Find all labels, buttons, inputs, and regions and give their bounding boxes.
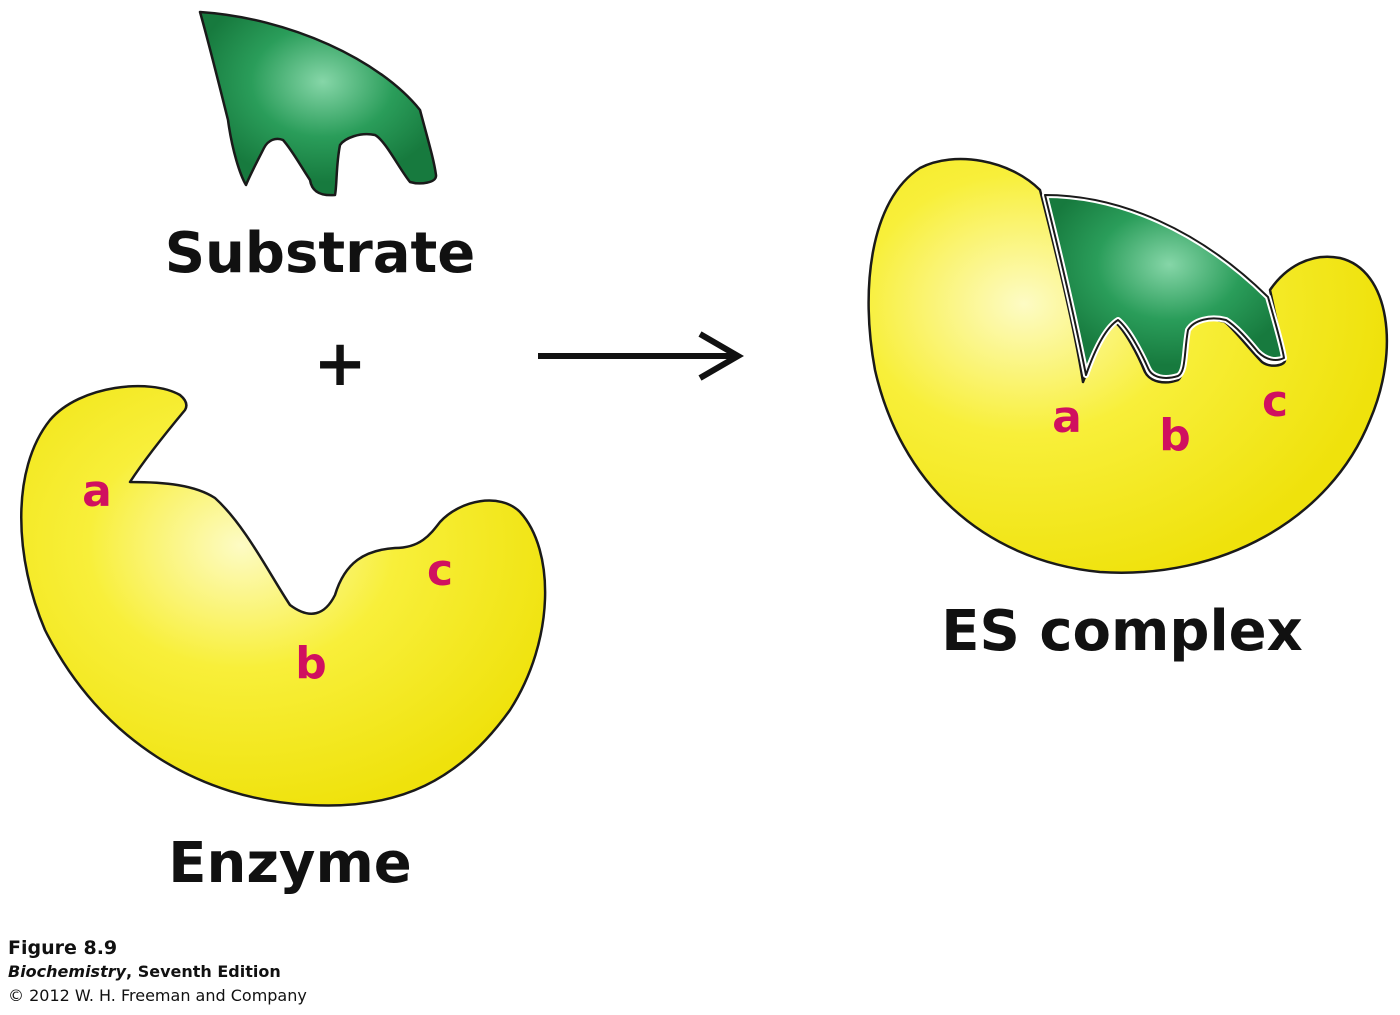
substrate-label: Substrate	[165, 221, 476, 286]
enzyme-shape	[20, 384, 547, 807]
book-edition: , Seventh Edition	[126, 962, 281, 981]
es-complex-label: ES complex	[941, 599, 1302, 664]
substrate-shape	[198, 10, 438, 197]
figure-number: Figure 8.9	[8, 937, 118, 959]
reaction-arrow	[538, 331, 744, 381]
enzyme-site-c: c	[427, 545, 453, 596]
es-complex-enzyme-shape	[867, 157, 1389, 574]
es-site-c: c	[1262, 376, 1288, 427]
enzyme-label: Enzyme	[168, 831, 412, 896]
book-title: Biochemistry	[8, 962, 127, 981]
enzyme-site-b: b	[295, 638, 327, 689]
copyright: © 2012 W. H. Freeman and Company	[8, 986, 307, 1005]
es-site-a: a	[1052, 392, 1082, 443]
enzyme-site-a: a	[82, 466, 112, 517]
bound-substrate-outline	[1044, 194, 1285, 379]
plus-sign: +	[313, 327, 367, 401]
es-site-b: b	[1159, 410, 1191, 461]
figure-caption: Figure 8.9 Biochemistry, Seventh Edition…	[8, 936, 307, 1008]
book-line: Biochemistry, Seventh Edition	[8, 960, 307, 984]
